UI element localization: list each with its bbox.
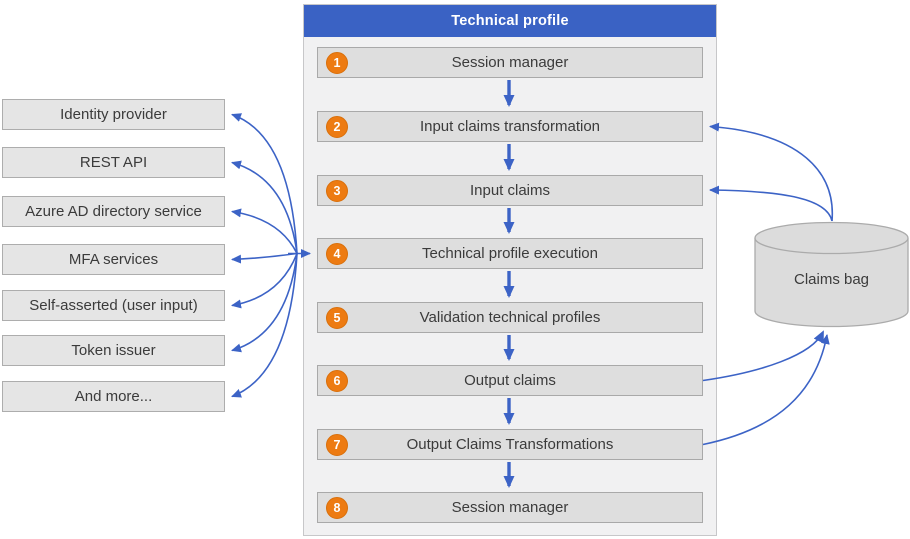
step-output-claims: 6 Output claims (317, 365, 703, 396)
step-label: Input claims transformation (419, 118, 601, 135)
step-label: Input claims (469, 182, 551, 199)
arrow-execution-self-asserted (231, 253, 298, 309)
arrow-output-claims-transformations-claimsbag (702, 334, 830, 446)
step-number-badge: 1 (326, 51, 348, 74)
panel-title: Technical profile (304, 5, 716, 37)
provider-azure-ad-directory-service: Azure AD directory service (2, 196, 225, 227)
step-label: Output Claims Transformations (406, 436, 614, 453)
provider-identity-provider: Identity provider (2, 99, 225, 130)
step-label: Output claims (464, 372, 556, 389)
step-number-badge: 4 (326, 242, 348, 265)
step-technical-profile-execution: 4 Technical profile execution (317, 238, 703, 269)
step-number-badge: 6 (326, 369, 348, 392)
provider-self-asserted: Self-asserted (user input) (2, 290, 225, 321)
step-number-badge: 7 (326, 433, 348, 456)
arrow-execution-azure-ad (231, 208, 298, 254)
arrow-execution-and-more (231, 253, 298, 398)
provider-and-more: And more... (2, 381, 225, 412)
step-label: Session manager (451, 499, 569, 516)
provider-rest-api: REST API (2, 147, 225, 178)
arrow-claimsbag-input-claims-transformation (709, 122, 834, 222)
arrow-execution-rest-api (231, 160, 298, 254)
step-label: Session manager (451, 54, 569, 71)
provider-token-issuer: Token issuer (2, 335, 225, 366)
step-input-claims: 3 Input claims (317, 175, 703, 206)
arrow-execution-mfa (231, 252, 298, 264)
step-number-badge: 5 (326, 306, 348, 329)
arrow-execution-token-issuer (231, 253, 298, 353)
step-session-manager-1: 1 Session manager (317, 47, 703, 78)
step-output-claims-transformations: 7 Output Claims Transformations (317, 429, 703, 460)
provider-mfa-services: MFA services (2, 244, 225, 275)
step-number-badge: 8 (326, 496, 348, 519)
step-label: Validation technical profiles (419, 309, 601, 326)
step-input-claims-transformation: 2 Input claims transformation (317, 111, 703, 142)
step-number-badge: 3 (326, 179, 348, 202)
step-session-manager-8: 8 Session manager (317, 492, 703, 523)
arrow-claimsbag-input-claims (709, 185, 833, 222)
step-validation-technical-profiles: 5 Validation technical profiles (317, 302, 703, 333)
step-label: Technical profile execution (422, 245, 598, 262)
arrow-execution-identity-provider (231, 113, 298, 254)
claims-bag-label: Claims bag (793, 271, 870, 288)
step-number-badge: 2 (326, 115, 348, 138)
arrow-output-claims-claimsbag (702, 330, 824, 382)
